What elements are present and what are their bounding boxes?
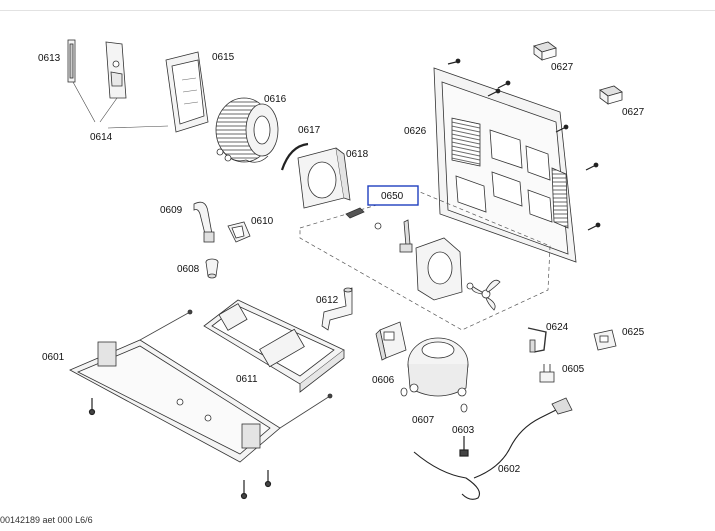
part-0603-screw <box>459 436 469 457</box>
label-0609[interactable]: 0609 <box>160 205 183 216</box>
screws-0601 <box>88 398 272 500</box>
part-0617-clip <box>280 142 309 171</box>
part-0601-base <box>69 309 333 463</box>
label-0608[interactable]: 0608 <box>177 264 200 275</box>
label-0625[interactable]: 0625 <box>622 327 645 338</box>
label-0601[interactable]: 0601 <box>42 352 65 363</box>
label-0612[interactable]: 0612 <box>316 295 339 306</box>
part-0650-connector <box>345 207 382 230</box>
part-0626-back-panel <box>433 67 577 263</box>
label-0618[interactable]: 0618 <box>346 149 369 160</box>
leader-0614 <box>72 81 169 129</box>
part-0627-block-top <box>533 41 557 61</box>
label-0626[interactable]: 0626 <box>404 126 427 137</box>
label-0650[interactable]: 0650 <box>381 191 404 202</box>
label-0610[interactable]: 0610 <box>251 216 274 227</box>
part-0602-plug <box>551 397 573 415</box>
top-divider <box>0 10 715 11</box>
fan-bracket <box>399 219 463 301</box>
label-0627-top[interactable]: 0627 <box>551 62 574 73</box>
part-0624-thermostat <box>527 327 547 353</box>
part-0610-clamp <box>227 221 251 243</box>
part-0613-bracket <box>67 39 76 83</box>
label-0611[interactable]: 0611 <box>236 374 258 385</box>
label-0615[interactable]: 0615 <box>212 52 235 63</box>
label-0613[interactable]: 0613 <box>38 53 61 64</box>
part-0616-coil <box>215 97 279 163</box>
label-0606[interactable]: 0606 <box>372 375 395 386</box>
label-0603[interactable]: 0603 <box>452 425 475 436</box>
label-0616[interactable]: 0616 <box>264 94 287 105</box>
label-0624[interactable]: 0624 <box>546 322 569 333</box>
fan-blade <box>466 279 501 311</box>
drawing-id-footer: 00142189 aet 000 L6/6 <box>0 515 93 525</box>
part-0627-block-right <box>599 85 623 105</box>
part-0612-elbow <box>321 287 353 331</box>
label-0605[interactable]: 0605 <box>562 364 585 375</box>
part-0602-power-cord <box>413 409 557 500</box>
part-0606-relay <box>375 321 407 361</box>
screws-0626 <box>447 58 601 231</box>
part-0609-tube <box>193 201 215 243</box>
part-0611-tray <box>203 299 345 393</box>
label-0627-right[interactable]: 0627 <box>622 107 645 118</box>
part-0618-shroud <box>297 147 351 209</box>
label-0614[interactable]: 0614 <box>90 132 113 143</box>
part-0615-cover <box>165 51 209 133</box>
assembly-dashed-outline <box>299 191 551 331</box>
label-0617[interactable]: 0617 <box>298 125 321 136</box>
part-0614-bracket <box>105 41 127 99</box>
part-0607-compressor <box>400 337 469 413</box>
label-0602[interactable]: 0602 <box>498 464 521 475</box>
part-0625-switch <box>593 329 617 351</box>
part-0605-connector <box>539 364 555 383</box>
label-0607[interactable]: 0607 <box>412 415 435 426</box>
highlight-box-0650[interactable] <box>367 185 419 206</box>
part-labels: 0613 0614 0615 0616 0617 0618 0626 0627 … <box>38 52 645 475</box>
part-0608-fitting <box>205 258 219 279</box>
